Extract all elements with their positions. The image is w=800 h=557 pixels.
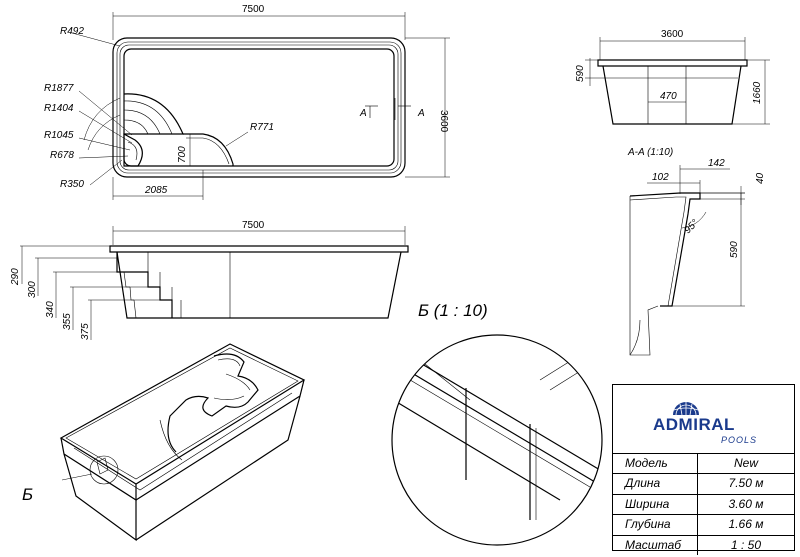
step-dim-300: 300: [27, 281, 38, 298]
detail-b-title: Б (1 : 10): [418, 301, 488, 320]
section-dim-590: 590: [729, 241, 740, 258]
end-depth-dim: 1660: [752, 81, 763, 104]
spec-row-length: Длина 7.50 м: [613, 474, 794, 495]
spec-table: ADMIRAL POOLS Модель New Длина 7.50 м Ши…: [612, 384, 795, 555]
radius-label-350: R350: [60, 179, 84, 190]
spec-value: 3.60 м: [728, 496, 764, 511]
spec-label: Ширина: [613, 494, 698, 515]
spec-label: Глубина: [613, 515, 698, 535]
spec-row-model: Модель New: [613, 454, 794, 475]
radius-label-1045: R1045: [44, 130, 74, 141]
step-dim-290: 290: [10, 268, 21, 286]
top-view: 7500 3600 A A R492 R1877: [44, 4, 450, 200]
section-aa: A-A (1:10) 102 142 40 590 95°: [627, 147, 766, 356]
section-dim-142: 142: [708, 158, 725, 169]
section-title: A-A (1:10): [627, 147, 673, 158]
end-width-dim: 3600: [661, 29, 684, 40]
spec-value: 1 : 50: [730, 537, 762, 552]
spec-value: 7.50 м: [728, 476, 764, 491]
spec-value: 1.66 м: [728, 517, 764, 532]
spec-rows: Модель New Длина 7.50 м Ширина 3.60 м Гл…: [613, 454, 794, 555]
side-view: 7500 290 300 340 355 375: [10, 220, 409, 340]
section-marker-left: A: [359, 108, 367, 119]
radius-label-492: R492: [60, 26, 84, 37]
isometric-view: Б: [22, 343, 306, 542]
radius-label-771: R771: [250, 122, 274, 133]
side-length-dim: 7500: [242, 220, 265, 231]
dim-700: 700: [177, 146, 188, 163]
brand-logo: ADMIRAL POOLS: [613, 385, 794, 454]
spec-label: Масштаб: [613, 535, 698, 555]
radius-label-1404: R1404: [44, 103, 74, 114]
end-step-dim: 470: [660, 91, 677, 102]
radius-label-1877: R1877: [44, 83, 74, 94]
detail-b-marker: Б: [22, 485, 33, 504]
radius-label-678: R678: [50, 150, 74, 161]
spec-row-depth: Глубина 1.66 м: [613, 515, 794, 536]
spec-row-scale: Масштаб 1 : 50: [613, 535, 794, 555]
top-width-dim: 3600: [438, 110, 449, 133]
top-length-dim: 7500: [242, 4, 265, 15]
brand-subtitle: POOLS: [721, 435, 758, 445]
spec-label: Длина: [613, 474, 698, 494]
section-dim-40: 40: [755, 172, 766, 184]
step-dim-375: 375: [80, 323, 91, 340]
dim-2085: 2085: [144, 185, 168, 196]
globe-icon: [673, 402, 699, 415]
end-rim-dim: 590: [575, 65, 586, 82]
spec-label: Модель: [613, 454, 698, 474]
brand-name: ADMIRAL: [653, 415, 735, 434]
section-dim-102: 102: [652, 172, 669, 183]
end-view: 3600 1660 590 470: [575, 29, 770, 125]
detail-b: Б (1 : 10): [391, 301, 603, 546]
spec-row-width: Ширина 3.60 м: [613, 494, 794, 516]
spec-value: New: [733, 456, 758, 470]
step-dim-340: 340: [45, 301, 56, 318]
section-marker-right: A: [417, 108, 425, 119]
step-dim-355: 355: [62, 313, 73, 330]
